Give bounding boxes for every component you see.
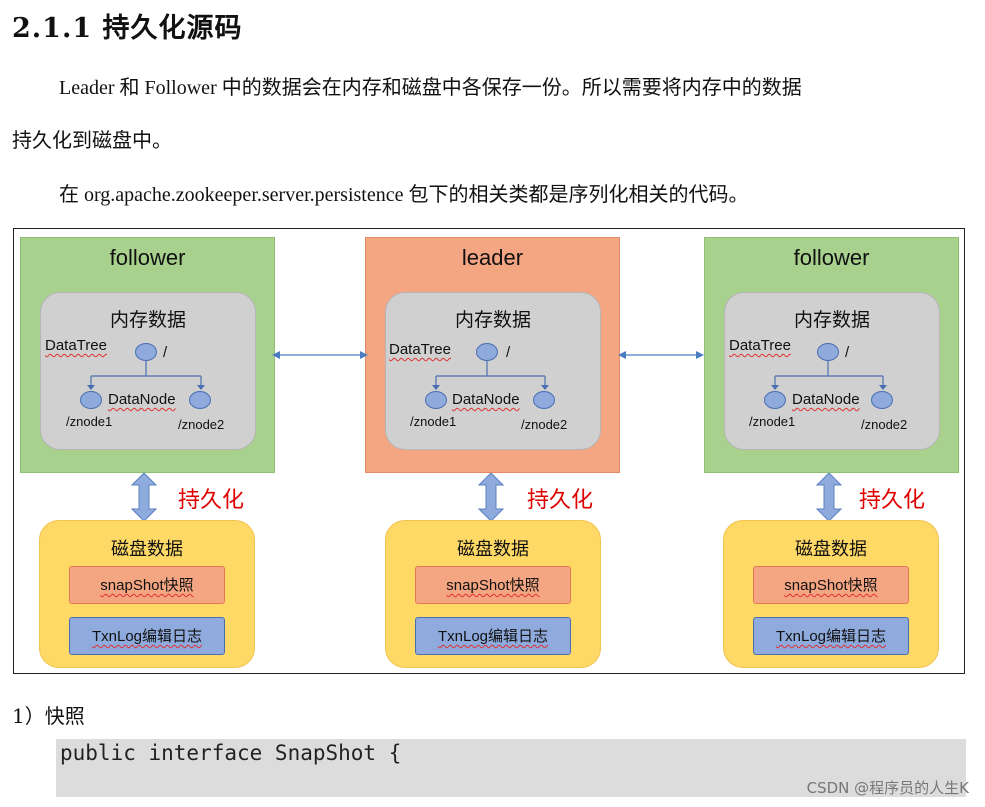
node-title: follower xyxy=(793,245,870,270)
znode2-label: /znode2 xyxy=(521,417,568,432)
disk-title: 磁盘数据 xyxy=(795,539,867,560)
datatree-label: DataTree xyxy=(729,337,791,354)
znode2-label: /znode2 xyxy=(861,417,908,432)
znode1-label: /znode1 xyxy=(410,414,457,429)
root-ellipse xyxy=(817,343,839,361)
follower-node-right: follower 内存数据 DataTree / DataNode /znode… xyxy=(704,237,959,473)
zookeeper-persistence-diagram: follower 内存数据 DataTree / DataNode /znode… xyxy=(13,228,965,674)
znode1-label: /znode1 xyxy=(66,414,113,429)
section-heading: 2.1.1 持久化源码 xyxy=(12,13,243,44)
paragraph-2: 在 org.apache.zookeeper.server.persistenc… xyxy=(59,184,749,206)
disk-data-panel-left: 磁盘数据 snapShot快照 TxnLog编辑日志 xyxy=(39,520,255,668)
watermark: CSDN @程序员的人生K xyxy=(806,779,969,797)
persist-label-left: 持久化 xyxy=(178,488,245,513)
tree-connectors xyxy=(87,360,205,390)
persist-arrow-right xyxy=(816,473,842,521)
disk-title: 磁盘数据 xyxy=(111,539,183,560)
tree-connectors xyxy=(432,360,549,390)
follower-node-left: follower 内存数据 DataTree / DataNode /znode… xyxy=(20,237,275,473)
datatree-label: DataTree xyxy=(389,341,451,358)
disk-data-panel-center: 磁盘数据 snapShot快照 TxnLog编辑日志 xyxy=(385,520,601,668)
code-line: public interface SnapShot { xyxy=(60,741,402,765)
snapshot-box: snapShot快照 xyxy=(69,566,225,604)
tree-connectors xyxy=(771,360,887,390)
znode2-ellipse xyxy=(533,391,555,409)
node-title: leader xyxy=(461,245,524,270)
memory-title: 内存数据 xyxy=(109,309,186,331)
disk-title: 磁盘数据 xyxy=(457,539,529,560)
persist-label-right: 持久化 xyxy=(859,488,926,513)
root-ellipse xyxy=(476,343,498,361)
persist-arrow-left xyxy=(131,473,157,521)
datatree-label: DataTree xyxy=(45,337,107,354)
txnlog-box: TxnLog编辑日志 xyxy=(753,617,909,655)
root-label: / xyxy=(163,344,168,361)
persist-label-center: 持久化 xyxy=(527,488,594,513)
memory-data-panel: 内存数据 DataTree / DataNode /znode1 /znode2 xyxy=(385,292,601,450)
disk-data-panel-right: 磁盘数据 snapShot快照 TxnLog编辑日志 xyxy=(723,520,939,668)
sync-arrow-left xyxy=(272,351,368,359)
txnlog-box: TxnLog编辑日志 xyxy=(415,617,571,655)
snapshot-box: snapShot快照 xyxy=(415,566,571,604)
root-label: / xyxy=(506,344,511,361)
datanode-label: DataNode xyxy=(108,391,176,408)
memory-data-panel: 内存数据 DataTree / DataNode /znode1 /znode2 xyxy=(40,292,256,450)
znode2-ellipse xyxy=(871,391,893,409)
snapshot-box: snapShot快照 xyxy=(753,566,909,604)
znode1-ellipse xyxy=(80,391,102,409)
leader-node: leader 内存数据 DataTree / DataNode /znode1 … xyxy=(365,237,620,473)
datanode-label: DataNode xyxy=(792,391,860,408)
znode2-ellipse xyxy=(189,391,211,409)
datanode-label: DataNode xyxy=(452,391,520,408)
root-label: / xyxy=(845,344,850,361)
memory-data-panel: 内存数据 DataTree / DataNode /znode1 /znode2 xyxy=(724,292,940,450)
sync-arrow-right xyxy=(618,351,704,359)
znode2-label: /znode2 xyxy=(178,417,225,432)
memory-title: 内存数据 xyxy=(454,309,531,331)
persist-arrow-center xyxy=(478,473,504,521)
paragraph-1: Leader 和 Follower 中的数据会在内存和磁盘中各保存一份。所以需要… xyxy=(59,77,802,99)
code-block: public interface SnapShot { xyxy=(56,739,966,797)
znode1-ellipse xyxy=(764,391,786,409)
root-ellipse xyxy=(135,343,157,361)
node-title: follower xyxy=(109,245,186,270)
znode1-label: /znode1 xyxy=(749,414,796,429)
paragraph-1-continued: 持久化到磁盘中。 xyxy=(12,130,172,152)
memory-title: 内存数据 xyxy=(793,309,870,331)
txnlog-box: TxnLog编辑日志 xyxy=(69,617,225,655)
snapshot-section-label: 1）快照 xyxy=(12,704,85,728)
znode1-ellipse xyxy=(425,391,447,409)
